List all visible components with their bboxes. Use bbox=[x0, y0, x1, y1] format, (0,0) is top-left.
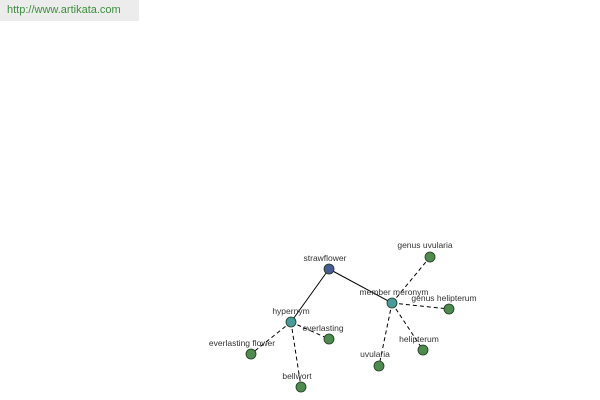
node-label-bellwort[interactable]: bellwort bbox=[282, 371, 312, 381]
graph-labels: strawflower hypernym member meronym everlas… bbox=[209, 240, 477, 381]
node-strawflower[interactable] bbox=[323, 263, 335, 275]
node-genus-helipterum[interactable] bbox=[443, 303, 455, 315]
node-genus-uvularia[interactable] bbox=[424, 251, 436, 263]
edge-member-meronym-to-uvularia bbox=[378, 302, 393, 367]
node-label-member-meronym[interactable]: member meronym bbox=[360, 287, 429, 297]
node-hypernym[interactable] bbox=[285, 316, 297, 328]
edge-member-meronym-to-genus-uvularia bbox=[391, 256, 431, 304]
edge-strawflower-to-member-meronym bbox=[328, 268, 393, 304]
edge-hypernym-to-everlasting-flower bbox=[250, 321, 292, 355]
site-url-link[interactable]: http://www.artikata.com bbox=[0, 0, 139, 21]
node-label-hypernym[interactable]: hypernym bbox=[272, 306, 309, 316]
node-member-meronym[interactable] bbox=[386, 297, 398, 309]
node-label-helipterum[interactable]: helipterum bbox=[399, 334, 439, 344]
node-everlasting[interactable] bbox=[323, 333, 335, 345]
edge-hypernym-to-bellwort bbox=[290, 321, 302, 388]
node-everlasting-flower[interactable] bbox=[245, 348, 257, 360]
edge-member-meronym-to-genus-helipterum bbox=[391, 302, 450, 310]
node-uvularia[interactable] bbox=[373, 360, 385, 372]
node-label-genus-uvularia[interactable]: genus uvularia bbox=[397, 240, 453, 250]
graph-nodes bbox=[245, 251, 455, 393]
node-label-genus-helipterum[interactable]: genus helipterum bbox=[411, 293, 476, 303]
graph-edges bbox=[250, 256, 450, 388]
node-label-strawflower[interactable]: strawflower bbox=[304, 253, 347, 263]
node-label-everlasting[interactable]: everlasting bbox=[302, 323, 343, 333]
node-label-uvularia[interactable]: uvularia bbox=[360, 349, 390, 359]
edge-strawflower-to-hypernym bbox=[290, 268, 330, 323]
node-bellwort[interactable] bbox=[295, 381, 307, 393]
edge-member-meronym-to-helipterum bbox=[391, 302, 424, 351]
node-helipterum[interactable] bbox=[417, 344, 429, 356]
node-label-everlasting-flower[interactable]: everlasting flower bbox=[209, 338, 275, 348]
